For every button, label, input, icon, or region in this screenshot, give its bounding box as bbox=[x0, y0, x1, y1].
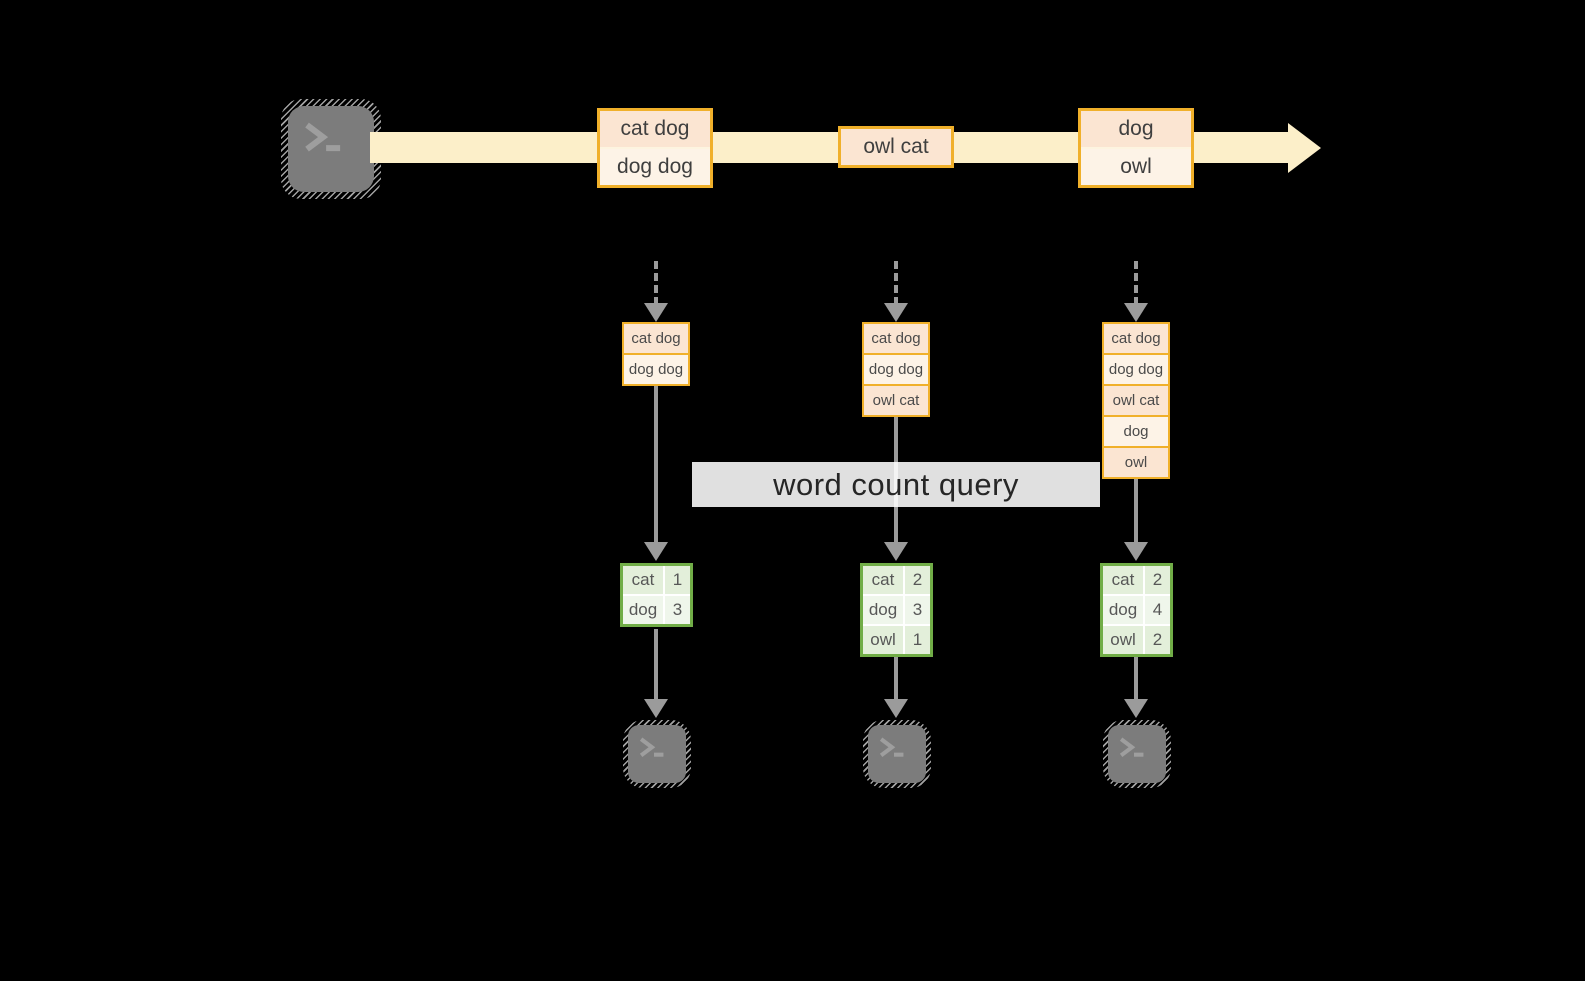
stream-batch-1: cat dog dog dog bbox=[597, 108, 713, 188]
terminal-sink-icon bbox=[623, 720, 691, 788]
arrow-shaft bbox=[654, 629, 658, 701]
state-row: dog dog bbox=[624, 353, 688, 384]
state-row: dog dog bbox=[1104, 353, 1168, 384]
result-word-cell: dog bbox=[623, 596, 663, 624]
terminal-screen bbox=[288, 106, 374, 192]
state-to-result-arrow bbox=[644, 386, 668, 561]
result-count-cell: 3 bbox=[665, 596, 690, 624]
state-to-result-arrow bbox=[1124, 479, 1148, 561]
result-to-sink-arrow bbox=[644, 629, 668, 718]
terminal-source-icon bbox=[281, 99, 381, 199]
stream-batch-2: owl cat bbox=[838, 126, 954, 168]
batch-line: cat dog bbox=[600, 111, 710, 147]
result-count-cell: 2 bbox=[905, 566, 930, 594]
result-table-3: cat 2 dog 4 owl 2 bbox=[1100, 563, 1173, 657]
arrow-shaft bbox=[654, 386, 658, 544]
terminal-screen bbox=[868, 725, 926, 783]
arrow-head bbox=[884, 303, 908, 322]
result-word-cell: dog bbox=[863, 596, 903, 624]
terminal-prompt-glyph bbox=[1119, 737, 1144, 757]
dashed-down-arrow bbox=[1124, 261, 1148, 322]
arrow-shaft bbox=[1134, 479, 1138, 544]
state-row: dog bbox=[1104, 415, 1168, 446]
result-count-cell: 1 bbox=[905, 626, 930, 654]
result-count-cell: 3 bbox=[905, 596, 930, 624]
stream-batch-3: dog owl bbox=[1078, 108, 1194, 188]
result-word-cell: dog bbox=[1103, 596, 1143, 624]
result-word-cell: owl bbox=[1103, 626, 1143, 654]
arrow-shaft bbox=[894, 657, 898, 701]
arrow-head bbox=[644, 303, 668, 322]
result-word-cell: cat bbox=[623, 566, 663, 594]
arrow-head bbox=[1124, 303, 1148, 322]
dashed-down-arrow bbox=[884, 261, 908, 322]
result-to-sink-arrow bbox=[884, 657, 908, 718]
state-table-3: cat dog dog dog owl cat dog owl bbox=[1102, 322, 1170, 479]
arrow-head bbox=[1124, 699, 1148, 718]
arrow-head bbox=[644, 699, 668, 718]
terminal-sink-icon bbox=[1103, 720, 1171, 788]
result-word-cell: owl bbox=[863, 626, 903, 654]
state-table-2: cat dog dog dog owl cat bbox=[862, 322, 930, 417]
terminal-prompt-glyph bbox=[879, 737, 904, 757]
arrow-shaft bbox=[1134, 261, 1138, 305]
stream-arrowhead bbox=[1288, 123, 1321, 173]
result-word-cell: cat bbox=[863, 566, 903, 594]
arrow-head bbox=[644, 542, 668, 561]
terminal-screen bbox=[628, 725, 686, 783]
result-word-cell: cat bbox=[1103, 566, 1143, 594]
state-row: owl cat bbox=[864, 384, 928, 415]
result-count-cell: 1 bbox=[665, 566, 690, 594]
result-count-cell: 2 bbox=[1145, 626, 1170, 654]
state-row: cat dog bbox=[1104, 324, 1168, 353]
batch-line: owl bbox=[1081, 147, 1191, 185]
arrow-shaft bbox=[654, 261, 658, 305]
state-row: owl bbox=[1104, 446, 1168, 477]
arrow-shaft bbox=[1134, 657, 1138, 701]
result-table-2: cat 2 dog 3 owl 1 bbox=[860, 563, 933, 657]
terminal-prompt-glyph bbox=[639, 737, 664, 757]
arrow-shaft bbox=[894, 261, 898, 305]
result-count-cell: 2 bbox=[1145, 566, 1170, 594]
result-table-1: cat 1 dog 3 bbox=[620, 563, 693, 627]
arrow-head bbox=[1124, 542, 1148, 561]
state-row: cat dog bbox=[864, 324, 928, 353]
terminal-prompt-glyph bbox=[305, 122, 341, 152]
dashed-down-arrow bbox=[644, 261, 668, 322]
query-label: word count query bbox=[692, 462, 1100, 507]
batch-line: dog dog bbox=[600, 147, 710, 185]
arrow-head bbox=[884, 542, 908, 561]
result-count-cell: 4 bbox=[1145, 596, 1170, 624]
state-row: owl cat bbox=[1104, 384, 1168, 415]
result-to-sink-arrow bbox=[1124, 657, 1148, 718]
state-row: cat dog bbox=[624, 324, 688, 353]
arrow-head bbox=[884, 699, 908, 718]
terminal-sink-icon bbox=[863, 720, 931, 788]
batch-line: owl cat bbox=[841, 129, 951, 165]
terminal-screen bbox=[1108, 725, 1166, 783]
batch-line: dog bbox=[1081, 111, 1191, 147]
state-row: dog dog bbox=[864, 353, 928, 384]
state-table-1: cat dog dog dog bbox=[622, 322, 690, 386]
